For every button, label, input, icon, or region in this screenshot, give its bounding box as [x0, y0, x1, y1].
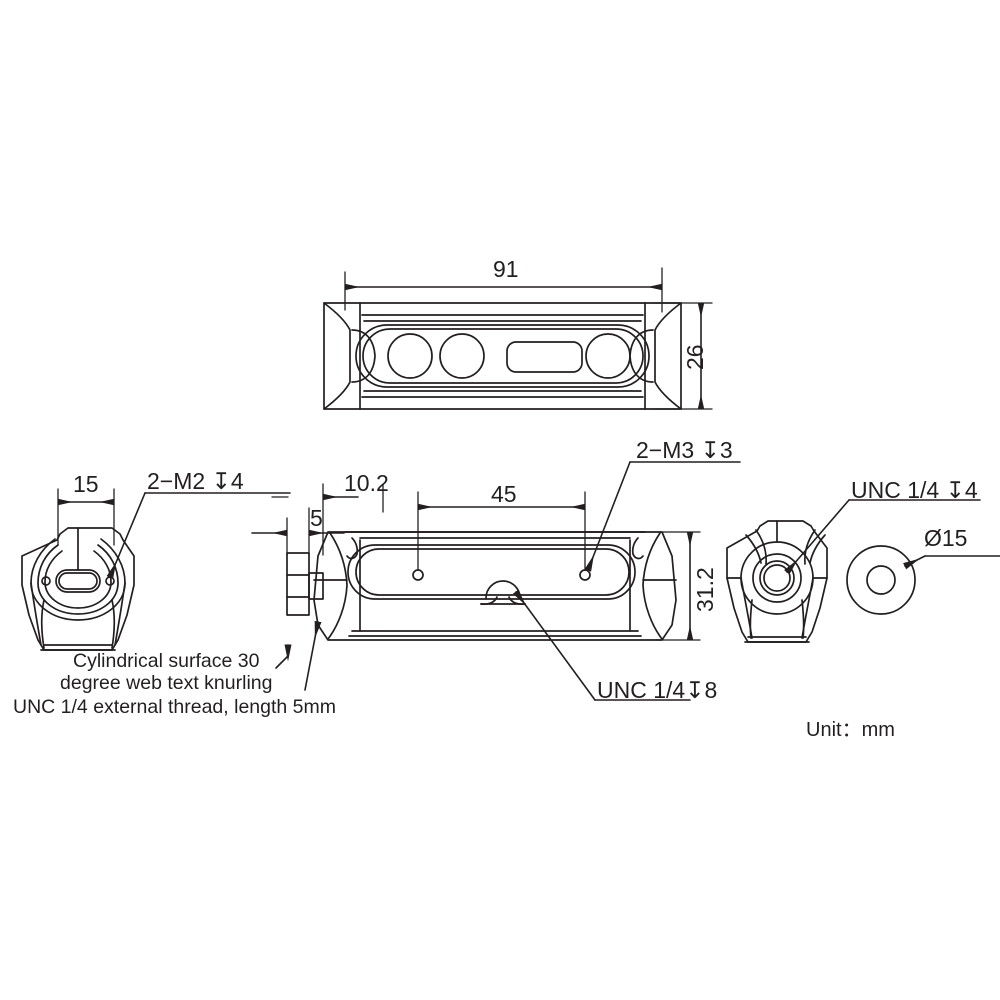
dim-washer-diameter-label: Ø15: [924, 525, 968, 551]
m2-callout-leader: [106, 492, 291, 579]
callout-m3-holes: 2−M3 ↧3: [636, 437, 733, 463]
dim-31.2-geometry: [654, 531, 701, 641]
dim-26-geometry: [654, 302, 713, 410]
knurling-note-leader: [275, 644, 292, 669]
dim-height-label: 31.2: [692, 567, 718, 612]
dim-length-label: 91: [493, 256, 519, 282]
top-view-geometry: [323, 302, 682, 410]
callout-unc-center: UNC 1/4↧8: [597, 677, 718, 703]
washer-diameter-leader: [902, 555, 1000, 570]
right-end-view-geometry: [726, 520, 828, 643]
dim-10.2-geometry: [271, 483, 384, 556]
dim-end-width-label: 15: [73, 471, 99, 497]
callout-unc-end: UNC 1/4 ↧4: [851, 477, 978, 503]
note-knurling-line2: degree web text knurling: [60, 672, 273, 694]
unc-center-callout-leader: [512, 589, 691, 701]
m3-callout-leader: [584, 461, 741, 572]
unit-note: Unit：mm: [806, 719, 895, 741]
dim-hole-spacing-label: 45: [491, 481, 517, 507]
note-thread: UNC 1/4 external thread, length 5mm: [13, 696, 336, 718]
washer-view-geometry: [846, 545, 916, 615]
dim-width-label: 26: [682, 344, 708, 370]
dim-91-geometry: [344, 267, 663, 313]
callout-m2-holes: 2−M2 ↧4: [147, 468, 244, 494]
dim-15-geometry: [57, 488, 115, 546]
unc-end-callout-leader: [784, 499, 981, 575]
thread-note-leader: [304, 620, 322, 691]
note-knurling-line1: Cylindrical surface 30: [73, 650, 260, 672]
front-view-geometry: [313, 531, 677, 641]
dim-stud-offset-label: 10.2: [344, 470, 389, 496]
left-end-view-geometry: [21, 527, 135, 651]
dim-stud-length-label: 5: [310, 505, 323, 531]
